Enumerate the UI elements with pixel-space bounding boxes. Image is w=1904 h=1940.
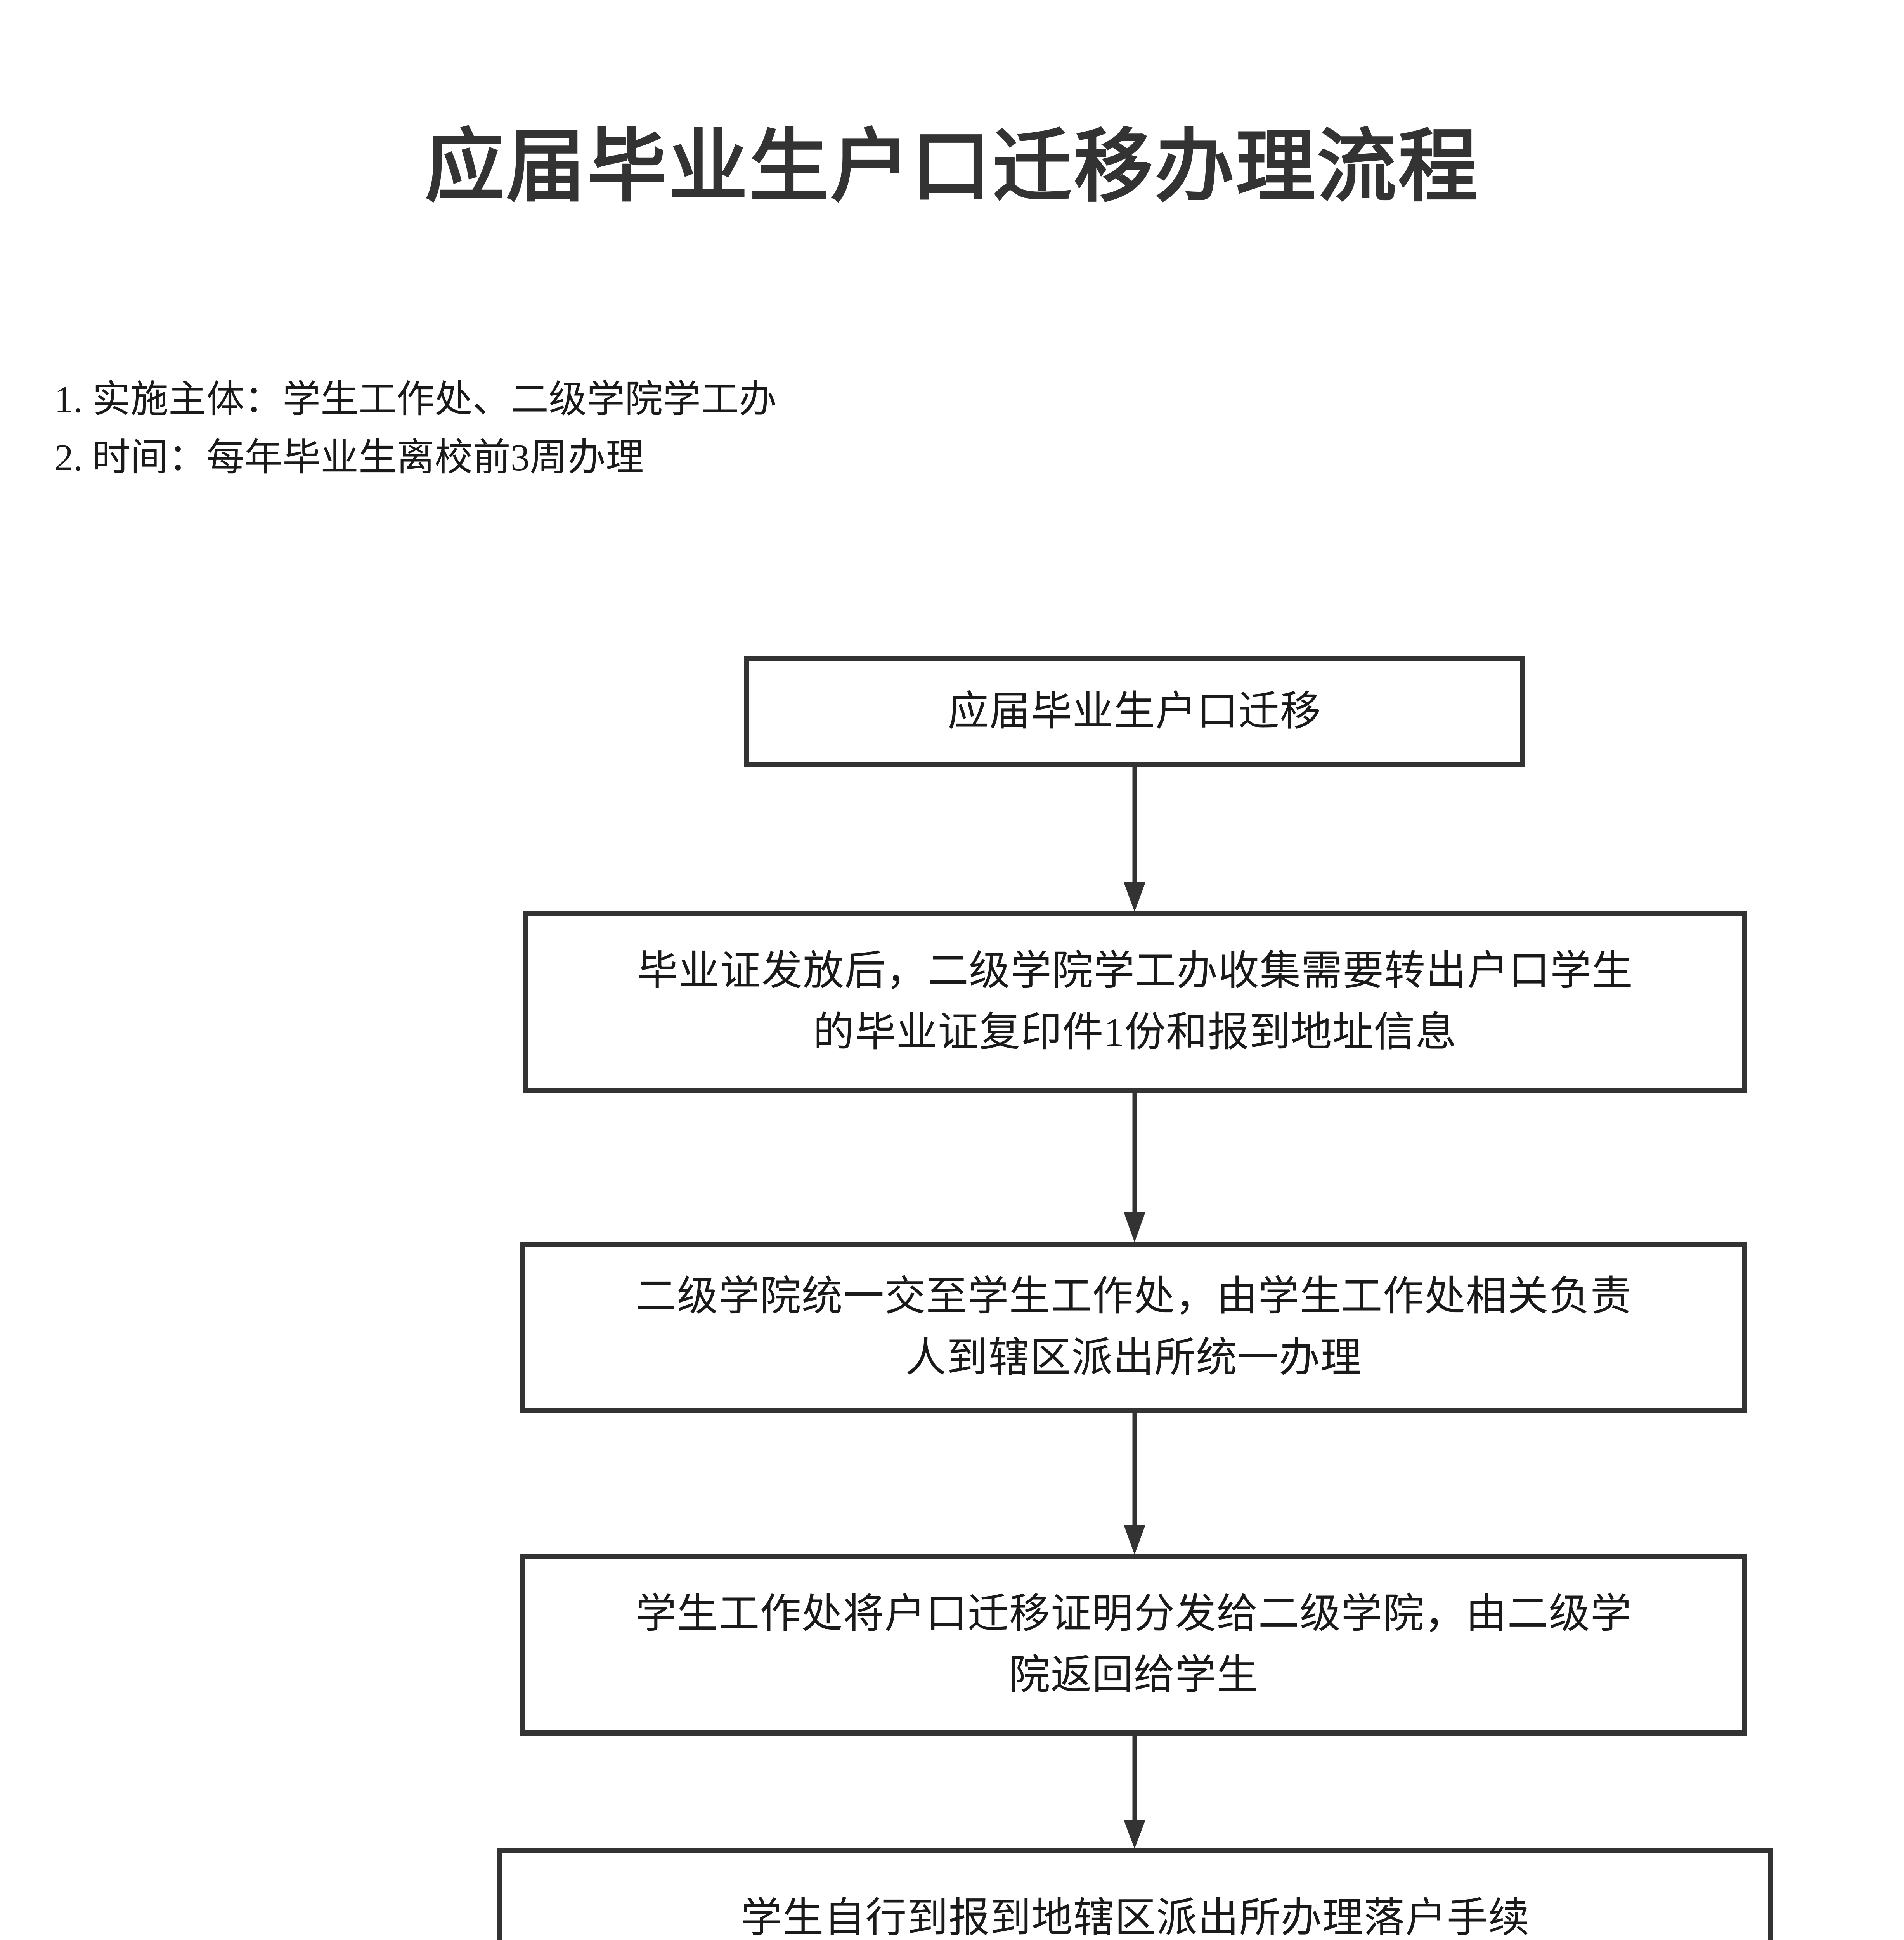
flow-box-collect-materials-label: 毕业证发放后，二级学院学工办收集需要转出户口学生 的毕业证复印件1份和报到地址信… <box>637 948 1633 1055</box>
connector-collect-to-submit-icon <box>1115 1093 1154 1242</box>
intro-list: 1. 实施主体：学生工作处、二级学院学工办 2. 时间：每年毕业生离校前3周办理 <box>54 371 1451 487</box>
flow-box-student-register: 学生自行到报到地辖区派出所办理落户手续 <box>497 1848 1773 1940</box>
connector-distribute-to-register-icon <box>1115 1736 1154 1849</box>
intro-item-implementing-body: 1. 实施主体：学生工作处、二级学院学工办 <box>54 379 777 421</box>
flow-box-start: 应届毕业生户口迁移 <box>744 656 1525 767</box>
flow-box-student-register-label: 学生自行到报到地辖区派出所办理落户手续 <box>741 1895 1530 1940</box>
flow-box-submit-to-student-affairs-label: 二级学院统一交至学生工作处，由学生工作处相关负责 人到辖区派出所统一办理 <box>635 1274 1632 1381</box>
flow-box-collect-materials: 毕业证发放后，二级学院学工办收集需要转出户口学生 的毕业证复印件1份和报到地址信… <box>523 911 1747 1093</box>
connector-submit-to-distribute-icon <box>1115 1413 1154 1555</box>
connector-start-to-collect-icon <box>1115 767 1154 912</box>
flow-box-distribute-certificates-label: 学生工作处将户口迁移证明分发给二级学院，由二级学 院返回给学生 <box>635 1591 1632 1698</box>
page-title: 应届毕业生户口迁移办理流程 <box>425 122 1479 211</box>
intro-item-timing: 2. 时间：每年毕业生离校前3周办理 <box>54 437 644 479</box>
flow-box-start-label: 应届毕业生户口迁移 <box>948 689 1322 734</box>
flow-box-submit-to-student-affairs: 二级学院统一交至学生工作处，由学生工作处相关负责 人到辖区派出所统一办理 <box>520 1242 1747 1413</box>
flow-box-distribute-certificates: 学生工作处将户口迁移证明分发给二级学院，由二级学 院返回给学生 <box>520 1554 1747 1736</box>
